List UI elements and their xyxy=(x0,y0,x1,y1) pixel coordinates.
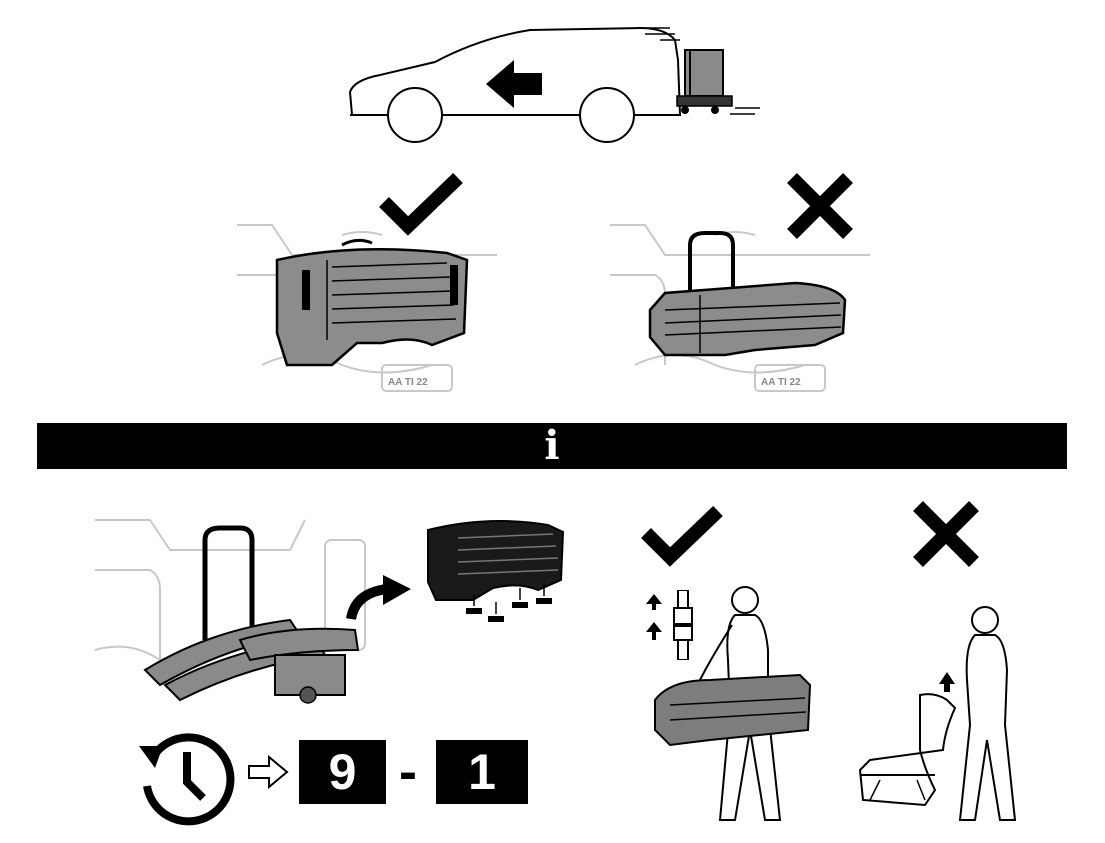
license-plate-text: AA TI 22 xyxy=(388,377,428,388)
strap-buckle-illustration xyxy=(644,590,700,660)
time-separator: - xyxy=(399,742,417,802)
info-bar: i xyxy=(37,423,1067,469)
box-with-parts-illustration xyxy=(418,510,568,650)
car-illustration xyxy=(340,20,770,145)
arrow-left-icon xyxy=(486,60,542,108)
incorrect-cross-icon xyxy=(784,170,856,242)
person-carrying-box-correct-illustration xyxy=(650,580,820,830)
license-plate-text: AA TI 22 xyxy=(761,377,801,388)
clock-history-icon xyxy=(133,724,239,830)
box-mounted-incorrect-illustration: AA TI 22 xyxy=(605,215,875,395)
incorrect-cross-icon xyxy=(910,498,982,570)
time-to-box: 1 xyxy=(436,740,528,804)
correct-checkmark-icon xyxy=(640,505,724,567)
outline-arrow-right-icon xyxy=(247,755,289,789)
time-from-box: 9 xyxy=(299,740,386,804)
box-mounted-correct-illustration: AA TI 22 xyxy=(232,215,502,395)
bike-carrier-illustration xyxy=(90,510,370,705)
correct-checkmark-icon xyxy=(378,172,464,236)
person-lifting-box-incorrect-illustration xyxy=(855,600,1035,830)
curved-arrow-icon xyxy=(345,573,415,623)
info-icon: i xyxy=(544,422,560,469)
